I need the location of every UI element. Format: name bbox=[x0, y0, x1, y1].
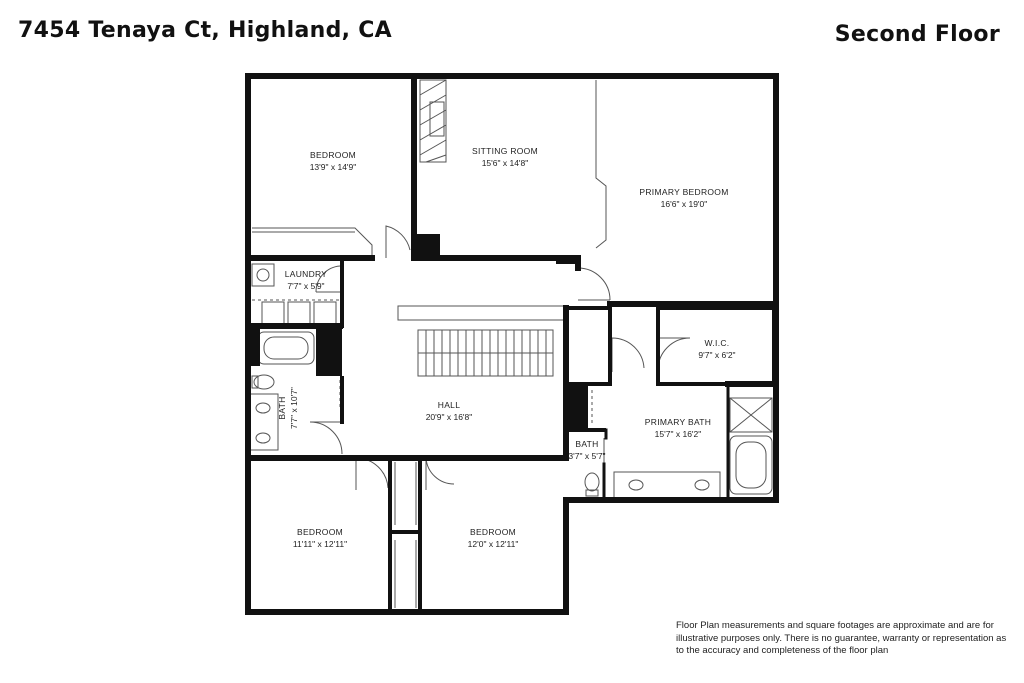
room-dims: 3'7" x 5'7" bbox=[568, 451, 606, 461]
room-name: BATH bbox=[575, 439, 599, 449]
room-dims: 15'6" x 14'8" bbox=[481, 158, 529, 168]
room-dims: 20'9" x 16'8" bbox=[425, 412, 473, 422]
room-name: HALL bbox=[437, 400, 461, 410]
room-name: BEDROOM bbox=[469, 527, 517, 537]
room-dims: 13'9" x 14'9" bbox=[309, 162, 357, 172]
room-walk-in-closet: W.I.C. 9'7" x 6'2" bbox=[698, 337, 735, 361]
room-bedroom-south: BEDROOM 12'0" x 12'11" bbox=[468, 526, 519, 550]
room-bedroom-southwest: BEDROOM 11'11" x 12'11" bbox=[293, 526, 347, 550]
room-bath-west: BATH 7'7" x 10'7" bbox=[276, 387, 300, 429]
property-address: 7454 Tenaya Ct, Highland, CA bbox=[18, 18, 392, 43]
room-primary-bath: PRIMARY BATH 15'7" x 16'2" bbox=[645, 416, 711, 440]
room-dims: 12'0" x 12'11" bbox=[467, 539, 519, 549]
room-name: PRIMARY BATH bbox=[644, 417, 712, 427]
disclaimer: Floor Plan measurements and square foota… bbox=[676, 620, 1007, 656]
room-name: BEDROOM bbox=[309, 150, 357, 160]
room-bath-small: BATH 3'7" x 5'7" bbox=[568, 438, 605, 462]
room-primary-bedroom: PRIMARY BEDROOM 16'6" x 19'0" bbox=[639, 186, 728, 210]
room-dims: 16'6" x 19'0" bbox=[660, 199, 708, 209]
room-dims: 7'7" x 10'7" bbox=[289, 387, 299, 429]
room-name: PRIMARY BEDROOM bbox=[639, 187, 729, 197]
room-sitting-room: SITTING ROOM 15'6" x 14'8" bbox=[472, 145, 538, 169]
room-dims: 7'7" x 5'9" bbox=[287, 281, 325, 291]
wall-blocks bbox=[248, 234, 588, 430]
room-name: BATH bbox=[277, 396, 287, 420]
room-dims: 9'7" x 6'2" bbox=[698, 350, 736, 360]
room-hall: HALL 20'9" x 16'8" bbox=[426, 399, 473, 423]
room-name: SITTING ROOM bbox=[472, 146, 538, 156]
room-dims: 11'11" x 12'11" bbox=[292, 539, 348, 549]
room-name: LAUNDRY bbox=[284, 269, 328, 279]
room-name: BEDROOM bbox=[296, 527, 344, 537]
room-name: W.I.C. bbox=[704, 338, 730, 348]
floor-title: Second Floor bbox=[834, 22, 1000, 47]
room-bedroom-northwest: BEDROOM 13'9" x 14'9" bbox=[310, 149, 357, 173]
room-laundry: LAUNDRY 7'7" x 5'9" bbox=[285, 268, 328, 292]
room-dims: 15'7" x 16'2" bbox=[654, 429, 702, 439]
